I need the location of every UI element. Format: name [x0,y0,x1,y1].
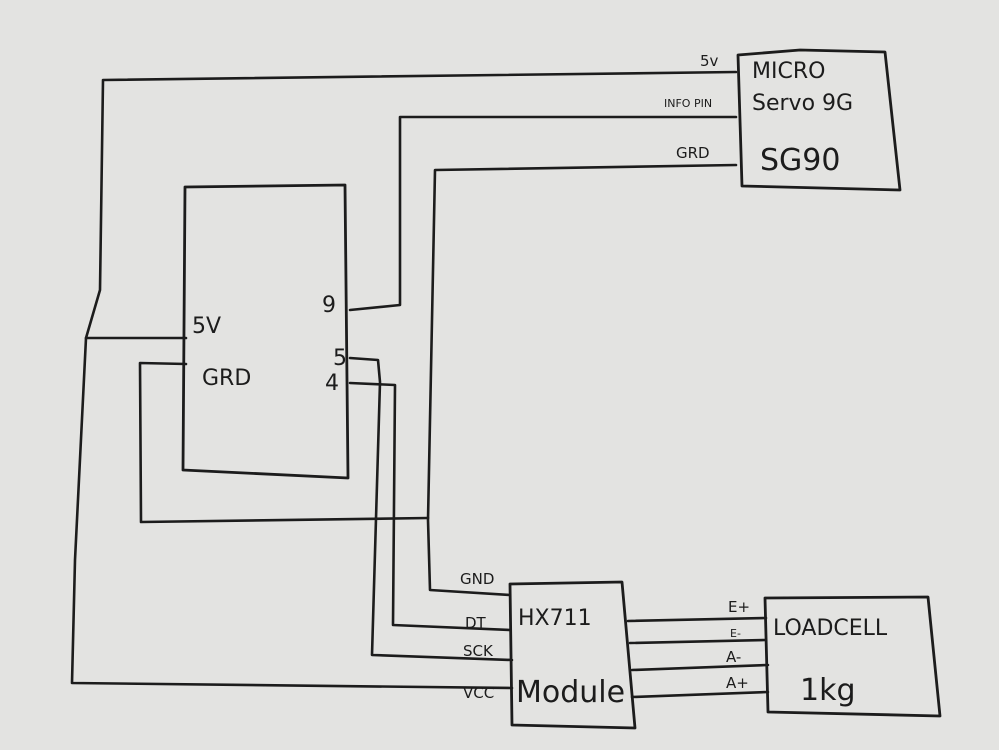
arduino-pin-9: 9 [322,293,336,318]
hx711-label-title: HX711 [518,606,592,631]
servo-box [736,48,902,192]
loadcell-pin-e-plus: E+ [728,598,750,616]
hx711-box [508,580,637,730]
hx711-pin-sck: SCK [463,642,494,660]
hx711-pin-dt: DT [465,614,487,632]
hx711-label-module: Module [516,675,625,710]
servo-label-micro: MICRO [752,59,825,84]
servo-pin-gnd: GRD [676,144,710,162]
wire-servo-signal [348,115,738,312]
wire-a-minus [630,663,770,672]
wire-gnd [426,163,738,597]
servo-label-model: Servo 9G [752,91,853,116]
wire-arduino-gnd [138,361,430,524]
wire-pin5-sck [348,356,514,662]
arduino-pin-gnd: GRD [202,366,251,391]
loadcell-box [763,595,942,718]
wire-pin4-dt [348,381,512,632]
wire-e-plus [626,616,768,623]
hx711-pin-vcc: VCC [463,684,494,702]
arduino-pin-5: 5 [333,346,347,371]
wire-a-plus [630,690,770,699]
arduino-pin-4: 4 [325,371,339,396]
arduino-box [181,183,350,480]
hx711-pin-gnd: GND [460,570,494,588]
arduino-pin-5v: 5V [192,314,221,339]
loadcell-pin-a-plus: A+ [726,674,749,692]
loadcell-pin-a-minus: A- [726,648,741,666]
wire-5v [70,70,738,690]
loadcell-label-capacity: 1kg [800,673,856,708]
loadcell-pin-e-minus: E- [730,627,741,640]
loadcell-label-title: LOADCELL [773,616,888,641]
servo-pin-info: INFO PIN [664,97,712,110]
servo-pin-5v: 5v [700,52,719,70]
servo-label-sg90: SG90 [760,143,840,178]
wire-e-minus [628,638,768,645]
